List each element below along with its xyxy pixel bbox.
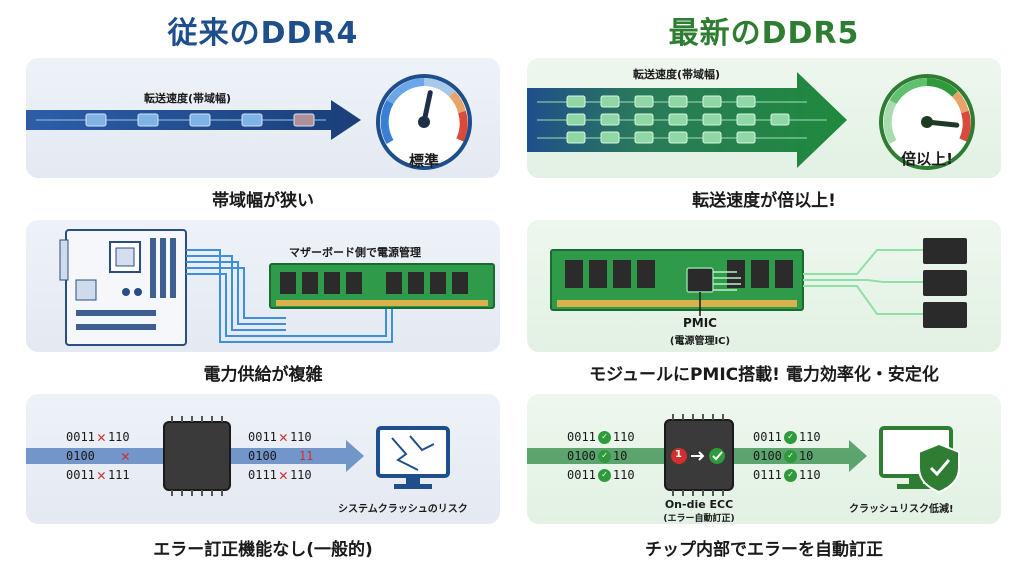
ddr5-ram-module-icon <box>550 249 804 311</box>
ddr5-bandwidth-label: 転送速度(帯域幅) <box>633 68 721 81</box>
ddr4-error-graphic <box>26 416 450 496</box>
ddr4-bandwidth-label: 転送速度(帯域幅) <box>144 92 232 105</box>
check-icon: ✓ <box>597 450 611 463</box>
error-x-icon: ✕ <box>96 466 106 484</box>
ddr4-caption-bandwidth: 帯域幅が狭い <box>212 191 314 211</box>
ddr4-ram-module-icon <box>269 263 495 309</box>
ddr5-bandwidth-graphic <box>527 72 975 170</box>
ddr4-speed-gauge-icon <box>376 74 472 170</box>
crashed-monitor-icon <box>376 426 450 489</box>
error-x-icon: ✕ <box>96 428 106 446</box>
ddr4-crash-label: システムクラッシュのリスク <box>338 504 468 515</box>
error-x-icon: ✕ <box>120 447 130 465</box>
check-icon: ✓ <box>783 450 797 463</box>
check-icon: ✓ <box>597 469 611 482</box>
ddr5-memory-chip-icon <box>664 414 734 496</box>
dram-chips-icon <box>923 238 967 328</box>
error-x-icon: ✕ <box>278 428 288 446</box>
ddr4-power-graphic <box>59 229 495 346</box>
ddr5-input-bits: 0011✓110 0100✓10 0011✓110 <box>567 430 635 482</box>
ddr5-data-packets <box>566 95 790 144</box>
ddr4-memory-chip-icon <box>163 416 231 496</box>
ddr5-caption-bandwidth: 転送速度が倍以上! <box>692 191 836 211</box>
ddr4-title: 従来のDDR4 <box>167 16 359 51</box>
ddr5-crash-label: クラッシュリスク低減! <box>849 504 954 515</box>
ecc-step-number: 1 <box>675 449 682 460</box>
ddr4-gauge-label: 標準 <box>408 152 439 170</box>
ecc-label: On-die ECC <box>664 498 734 511</box>
motherboard-icon <box>59 229 187 346</box>
ddr5-bandwidth-panel: 転送速度(帯域幅) 倍以上! <box>527 58 1001 178</box>
ddr4-bandwidth-graphic <box>26 74 472 170</box>
ddr5-caption-power: モジュールにPMIC搭載! 電力効率化・安定化 <box>589 365 939 385</box>
ddr5-error-graphic <box>527 414 960 496</box>
pmic-label: PMIC <box>682 316 717 330</box>
ddr4-bandwidth-panel: 転送速度(帯域幅) 標準 <box>26 58 500 178</box>
ecc-sub-label: (エラー自動訂正) <box>663 514 735 524</box>
ddr4-power-panel: マザーボード側で電源管理 <box>26 220 500 352</box>
check-icon: ✓ <box>597 431 611 444</box>
ddr5-error-panel: 1 0011✓110 0100✓10 0011✓110 0011✓110 010… <box>527 394 1001 524</box>
ddr4-input-bits: 0011✕110 0100✕ 0011✕111 <box>66 428 130 484</box>
shield-icon <box>918 442 960 494</box>
pmic-sub-label: (電源管理IC) <box>669 336 731 347</box>
check-icon: ✓ <box>783 469 797 482</box>
ddr4-caption-power: 電力供給が複雑 <box>203 365 323 385</box>
check-icon: ✓ <box>783 431 797 444</box>
ddr5-power-graphic <box>550 238 967 328</box>
ddr4-caption-error: エラー訂正機能なし(一般的) <box>153 540 373 560</box>
ddr4-power-traces <box>186 249 393 343</box>
ddr5-caption-error: チップ内部でエラーを自動訂正 <box>645 540 883 560</box>
ddr5-power-traces <box>803 249 923 315</box>
error-x-icon: ✕ <box>278 466 288 484</box>
ddr5-title: 最新のDDR5 <box>668 16 860 51</box>
ddr5-power-panel: PMIC (電源管理IC) <box>527 220 1001 352</box>
ddr5-output-bits: 0011✓110 0100✓10 0111✓110 <box>753 430 821 482</box>
ddr4-power-label: マザーボード側で電源管理 <box>289 246 421 259</box>
ddr5-gauge-label: 倍以上! <box>901 150 953 168</box>
ddr4-data-packets <box>85 113 315 127</box>
protected-monitor-icon <box>879 426 960 494</box>
ddr5-column: 最新のDDR5 転送速度(帯域 <box>527 0 1001 572</box>
ddr5-speed-gauge-icon <box>879 74 975 170</box>
pmic-chip-icon <box>686 267 741 316</box>
ddr4-column: 従来のDDR4 <box>26 0 500 572</box>
